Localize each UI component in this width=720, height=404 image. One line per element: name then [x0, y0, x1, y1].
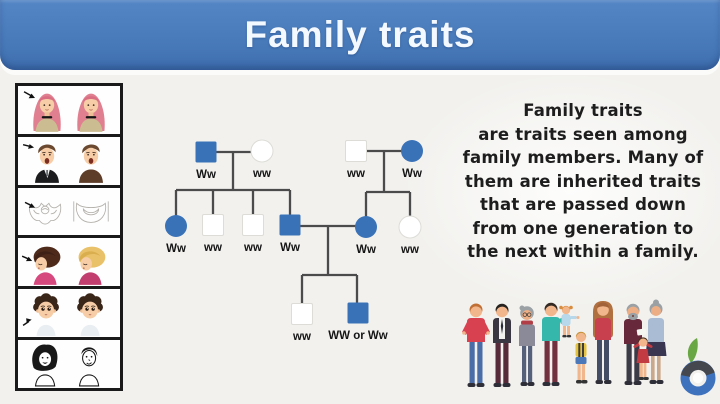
pedigree-node-gen2-daughter3 [398, 215, 422, 239]
pedigree-genotype-label-gen1-right-mother: Ww [402, 168, 422, 180]
pedigree-node-gen3-son1 [291, 303, 313, 325]
trait-arrow-icon [23, 91, 36, 99]
background-glow [400, 70, 720, 310]
family-member-man-shirt-tie [493, 303, 511, 387]
pedigree-genotype-label-gen3-son2: WW or Ww [328, 330, 387, 342]
page-title: Family traits [244, 14, 476, 55]
description-text: Family traits are traits seen among fami… [462, 101, 704, 261]
sketch-right [73, 201, 109, 223]
pink-hair-women-illustration [23, 91, 105, 132]
woman-brunette [33, 247, 61, 286]
pedigree-node-gen1-left-father [195, 141, 217, 163]
trait-row-profile-women [18, 238, 120, 290]
brown-hair-men-illustration [22, 143, 103, 183]
pedigree-node-gen2-daughter2 [355, 216, 377, 238]
pedigree-node-gen1-right-father [345, 140, 367, 162]
pedigree-genotype-label-gen1-left-mother: ww [252, 168, 271, 180]
line-art-couple-illustration [32, 344, 100, 387]
pedigree-node-gen3-son2 [347, 302, 369, 324]
child-1 [33, 293, 59, 337]
man-sweater [79, 144, 103, 183]
traits-panel [15, 83, 123, 391]
woman-blonde [78, 247, 106, 286]
header-banner: Family traits [0, 0, 720, 70]
family-member-mom-red [593, 301, 613, 384]
pedigree-node-gen2-daughter1 [165, 215, 187, 237]
woman-pink-2 [77, 93, 105, 132]
family-member-boy [575, 331, 588, 384]
man-suit [35, 144, 59, 183]
pedigree-node-gen1-right-mother [401, 140, 423, 162]
trait-arrow-icon [21, 255, 33, 262]
family-member-man-red [462, 303, 490, 387]
family-member-grandma-scarf [519, 305, 535, 386]
pedigree-genotype-label-gen2-daughter3: ww [400, 244, 419, 256]
pedigree-node-gen1-left-mother [250, 139, 274, 163]
child-2 [77, 293, 103, 337]
pedigree-genotype-label-gen2-son3: Ww [280, 242, 300, 254]
brand-logo-icon [680, 338, 716, 396]
line-art-woman [32, 344, 58, 387]
family-member-girl [633, 337, 653, 380]
family-member-grandma-bun [645, 299, 667, 384]
trait-row-pink-hair [18, 86, 120, 137]
trait-row-brown-hair-men [18, 136, 120, 188]
trait-arrow-icon [22, 318, 32, 327]
trait-arrow-icon [22, 143, 35, 149]
line-art-man [78, 347, 100, 387]
woman-pink-1 [33, 93, 61, 132]
family-member-toddler [559, 305, 580, 338]
anatomy-sketch-illustration [24, 201, 109, 225]
pedigree-genotype-label-gen2-daughter2: Ww [356, 244, 376, 256]
profile-women-illustration [21, 247, 106, 286]
trait-arrow-icon [24, 201, 36, 208]
family-illustration [462, 299, 667, 387]
trait-row-line-art-couple [18, 340, 120, 388]
pedigree-genotype-label-gen1-left-father: Ww [196, 169, 216, 181]
pedigree-genotype-label-gen3-son1: ww [292, 331, 311, 343]
pedigree-node-gen2-son3 [279, 214, 301, 236]
logo-leaf [687, 338, 698, 363]
trait-row-curly-children [18, 289, 120, 341]
pedigree-genotype-label-gen2-daughter1: Ww [166, 243, 186, 255]
pedigree-genotype-label-gen2-son1: ww [203, 242, 222, 254]
trait-row-sketch [18, 187, 120, 239]
curly-hair-children-illustration [22, 293, 103, 337]
pedigree-node-gen2-son2 [242, 214, 264, 236]
pedigree-genotype-label-gen2-son2: ww [243, 242, 262, 254]
pedigree-node-gen2-son1 [202, 214, 224, 236]
pedigree-genotype-label-gen1-right-father: ww [346, 168, 365, 180]
sketch-left [28, 202, 62, 225]
